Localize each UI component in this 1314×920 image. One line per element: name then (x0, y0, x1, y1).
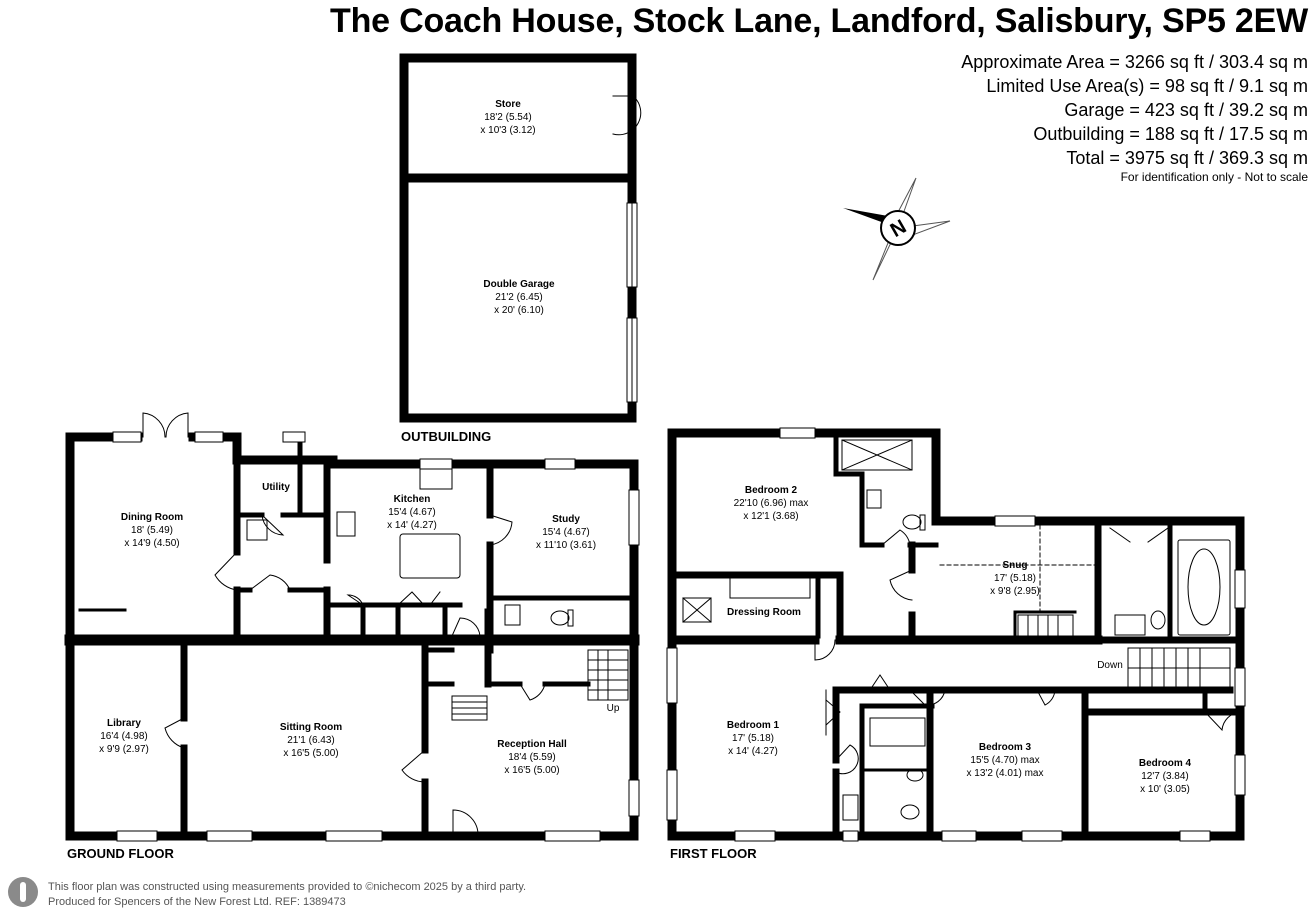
reception-name: Reception Hall (497, 739, 567, 750)
snug-stairs (1017, 614, 1074, 641)
garage-dim2: x 20' (6.10) (494, 305, 544, 316)
first-stairs (1127, 647, 1231, 689)
footer-line-2: Produced for Spencers of the New Forest … (48, 896, 346, 908)
first-floor-doors (814, 529, 1241, 775)
study-name: Study (552, 514, 580, 525)
garage-dim1: 21'2 (6.45) (495, 292, 543, 303)
library-dim2: x 9'9 (2.97) (99, 744, 149, 755)
kitchen-dim1: 15'4 (4.67) (388, 507, 436, 518)
footer-line-1: This floor plan was constructed using me… (48, 881, 527, 893)
bedroom3-dim2: x 13'2 (4.01) max (967, 768, 1044, 779)
bedroom1-name: Bedroom 1 (727, 720, 780, 731)
property-title: The Coach House, Stock Lane, Landford, S… (330, 2, 1308, 40)
footer-credit: This floor plan was constructed using me… (48, 880, 526, 910)
area-limited-use: Limited Use Area(s) = 98 sq ft / 9.1 sq … (986, 76, 1308, 96)
store-dim1: 18'2 (5.54) (484, 112, 532, 123)
library-dim1: 16'4 (4.98) (100, 731, 148, 742)
kitchen-dim2: x 14' (4.27) (387, 520, 437, 531)
snug-name: Snug (1003, 560, 1028, 571)
bedroom1-dim2: x 14' (4.27) (728, 746, 778, 757)
ground-stairs-upper (587, 649, 629, 701)
first-floor-fixtures (682, 439, 1231, 821)
first-floor-label: FIRST FLOOR (670, 846, 757, 861)
study-dim1: 15'4 (4.67) (542, 527, 590, 538)
area-approximate: Approximate Area = 3266 sq ft / 303.4 sq… (961, 52, 1308, 72)
ground-stairs-lower (451, 695, 488, 721)
bedroom2-dim2: x 12'1 (3.68) (743, 511, 798, 522)
bedroom3-name: Bedroom 3 (979, 742, 1032, 753)
dining-dim2: x 14'9 (4.50) (124, 538, 179, 549)
garage-name: Double Garage (483, 279, 555, 290)
ground-floor-doors (164, 514, 546, 837)
ground-floor-walls (64, 432, 640, 841)
kitchen-name: Kitchen (394, 494, 431, 505)
first-floor-windows (666, 427, 1246, 842)
study-dim2: x 11'10 (3.61) (536, 540, 596, 551)
stairs-up-label: Up (607, 703, 620, 714)
outbuilding-label: OUTBUILDING (401, 429, 491, 444)
store-dim2: x 10'3 (3.12) (480, 125, 535, 136)
dressing-name: Dressing Room (727, 607, 801, 618)
area-outbuilding: Outbuilding = 188 sq ft / 17.5 sq m (1033, 124, 1308, 144)
bedroom1-dim1: 17' (5.18) (732, 733, 774, 744)
ground-floor-fixtures (246, 468, 629, 721)
utility-name: Utility (262, 482, 290, 493)
snug-dim1: 17' (5.18) (994, 573, 1036, 584)
bedroom2-name: Bedroom 2 (745, 485, 798, 496)
snug-dim2: x 9'8 (2.95) (990, 586, 1040, 597)
outbuilding-walls (399, 53, 642, 423)
bedroom4-dim2: x 10' (3.05) (1140, 784, 1190, 795)
store-name: Store (495, 99, 521, 110)
disclaimer: For identification only - Not to scale (1120, 170, 1308, 184)
dining-name: Dining Room (121, 512, 183, 523)
ground-floor-label: GROUND FLOOR (67, 846, 174, 861)
bedroom4-name: Bedroom 4 (1139, 758, 1192, 769)
sitting-name: Sitting Room (280, 722, 342, 733)
stairs-down-label: Down (1097, 660, 1123, 671)
area-total: Total = 3975 sq ft / 369.3 sq m (1066, 148, 1308, 168)
ground-floor-windows (112, 412, 640, 842)
bedroom3-dim1: 15'5 (4.70) max (970, 755, 1039, 766)
bedroom2-dim1: 22'10 (6.96) max (734, 498, 809, 509)
area-garage: Garage = 423 sq ft / 39.2 sq m (1064, 100, 1308, 120)
reception-dim1: 18'4 (5.59) (508, 752, 556, 763)
sitting-dim2: x 16'5 (5.00) (283, 748, 338, 759)
bedroom4-dim1: 12'7 (3.84) (1141, 771, 1189, 782)
reception-dim2: x 16'5 (5.00) (504, 765, 559, 776)
sitting-dim1: 21'1 (6.43) (287, 735, 335, 746)
library-name: Library (107, 718, 141, 729)
compass-icon: N (843, 177, 951, 281)
dining-dim1: 18' (5.49) (131, 525, 173, 536)
area-summary: Approximate Area = 3266 sq ft / 303.4 sq… (961, 50, 1308, 170)
info-person-icon (8, 877, 38, 907)
